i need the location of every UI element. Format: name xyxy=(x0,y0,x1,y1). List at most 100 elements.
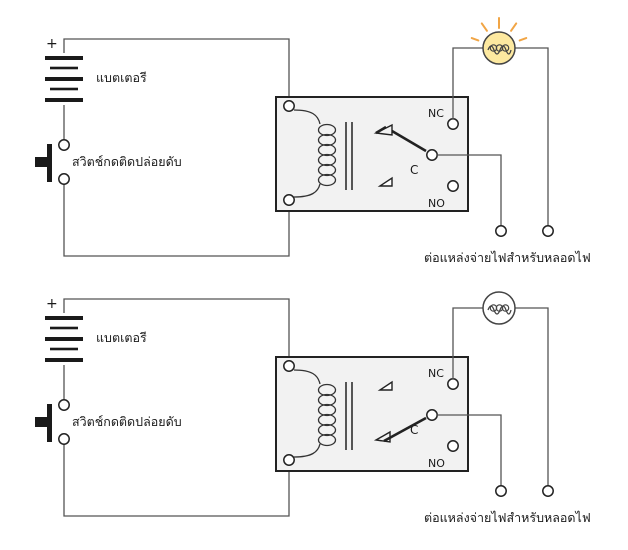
relay-armature xyxy=(383,416,427,443)
switch-terminal-top xyxy=(58,139,70,151)
battery-label: แบตเตอรี xyxy=(96,70,147,85)
nc-to-lamp-wire xyxy=(452,47,483,119)
lamp-filament xyxy=(487,305,512,315)
light-ray xyxy=(518,37,528,42)
battery-plate xyxy=(45,77,83,81)
battery-icon xyxy=(45,316,83,362)
nc-label: NC xyxy=(428,367,444,380)
common-to-supply-wire xyxy=(437,154,502,227)
lamp-filament-loop xyxy=(501,304,510,312)
no-label: NO xyxy=(428,197,445,210)
lamp-to-supply-wire xyxy=(515,307,549,487)
coil-turn xyxy=(317,403,337,417)
coil-turn xyxy=(317,163,337,177)
common-to-supply-wire xyxy=(437,414,502,487)
supply-terminal-right xyxy=(542,225,554,237)
switch-contact-bar xyxy=(47,404,52,442)
supply-terminal-right xyxy=(542,485,554,497)
battery-plus-sign: + xyxy=(46,36,58,52)
switch-button-cap xyxy=(35,417,48,427)
no-contact-arrow xyxy=(373,430,391,443)
nc-terminal xyxy=(447,378,459,390)
relay-switch-contacts xyxy=(373,380,427,443)
no-label: NO xyxy=(428,457,445,470)
switch-terminal-top xyxy=(58,399,70,411)
switch-label: สวิตช์กดติดปล่อยดับ xyxy=(72,154,182,169)
battery-plate xyxy=(45,98,83,102)
battery-plate xyxy=(45,337,83,341)
coil-turn xyxy=(317,423,337,437)
coil-turn xyxy=(317,173,337,187)
supply-label: ต่อแหล่งจ่ายไฟสำหรับหลอดไฟ xyxy=(424,510,591,525)
relay-switch-contacts xyxy=(373,123,427,187)
push-switch-icon xyxy=(35,399,70,445)
battery-plate xyxy=(45,56,83,60)
coil-lead-top xyxy=(293,369,321,385)
lamp-filament-loop xyxy=(501,44,510,52)
coil-turn xyxy=(317,153,337,167)
coil-lead-top xyxy=(293,109,321,125)
switch-contact-bar xyxy=(47,144,52,182)
common-label: C xyxy=(410,163,418,177)
relay-coil-icon xyxy=(293,369,337,458)
lamp-filament xyxy=(487,45,512,55)
relay-coil-icon xyxy=(293,109,337,198)
coil-turn xyxy=(317,393,337,407)
lamp-lit-icon xyxy=(470,17,528,65)
coil-turn xyxy=(317,133,337,147)
coil-terminal-top xyxy=(283,100,295,112)
no-terminal xyxy=(447,180,459,192)
lamp-to-supply-wire xyxy=(515,47,549,227)
common-terminal xyxy=(426,149,438,161)
battery-plus-sign: + xyxy=(46,296,58,312)
battery-plate xyxy=(50,87,78,91)
no-contact-arrow xyxy=(377,176,393,187)
relay-diagram-de-energized: +แบตเตอรีสวิตช์กดติดปล่อยดับNCCNOต่อแหล่… xyxy=(35,291,591,525)
nc-to-lamp-wire xyxy=(452,307,483,379)
switch-return-wire xyxy=(63,182,290,257)
nc-contact-arrow xyxy=(377,380,393,391)
common-label: C xyxy=(410,423,418,437)
coil-terminal-bottom xyxy=(283,194,295,206)
relay-diagram-energized: + แบตเตอรีสวิตช์กดติดปล่อยดับ NC C NO ต่อแหล่… xyxy=(35,17,591,265)
nc-label: NC xyxy=(428,107,444,120)
lamp-bulb xyxy=(482,291,516,325)
battery-plate xyxy=(45,316,83,320)
battery-label: แบตเตอรี xyxy=(96,330,147,345)
no-terminal xyxy=(447,440,459,452)
coil-turn xyxy=(317,143,337,157)
common-terminal xyxy=(426,409,438,421)
supply-terminal-left xyxy=(495,485,507,497)
switch-terminal-bottom xyxy=(58,433,70,445)
coil-turn xyxy=(317,383,337,397)
battery-positive-wire xyxy=(63,298,290,366)
light-ray xyxy=(510,22,518,32)
switch-button-cap xyxy=(35,157,48,167)
coil-turn xyxy=(317,123,337,137)
nc-terminal xyxy=(447,118,459,130)
lamp-bulb xyxy=(482,31,516,65)
coil-terminal-bottom xyxy=(283,454,295,466)
battery-positive-wire xyxy=(63,38,290,106)
supply-label: ต่อแหล่งจ่ายไฟสำหรับหลอดไฟ xyxy=(424,250,591,265)
light-ray xyxy=(470,37,480,42)
battery-plate xyxy=(50,347,78,351)
coil-terminal-top xyxy=(283,360,295,372)
push-switch-icon xyxy=(35,139,70,185)
supply-terminal-left xyxy=(495,225,507,237)
battery-icon xyxy=(45,56,83,102)
nc-contact-blade xyxy=(375,125,387,135)
battery-plate xyxy=(50,66,78,70)
battery-plate xyxy=(50,326,78,330)
coil-lead-bottom xyxy=(293,443,321,458)
battery-plate xyxy=(45,358,83,362)
coil-turn xyxy=(317,413,337,427)
switch-return-wire xyxy=(63,442,290,517)
lamp-off-icon xyxy=(482,291,516,325)
coil-turn xyxy=(317,433,337,447)
coil-lead-bottom xyxy=(293,183,321,198)
light-ray xyxy=(480,22,488,32)
switch-terminal-bottom xyxy=(58,173,70,185)
relay-armature xyxy=(391,129,427,153)
